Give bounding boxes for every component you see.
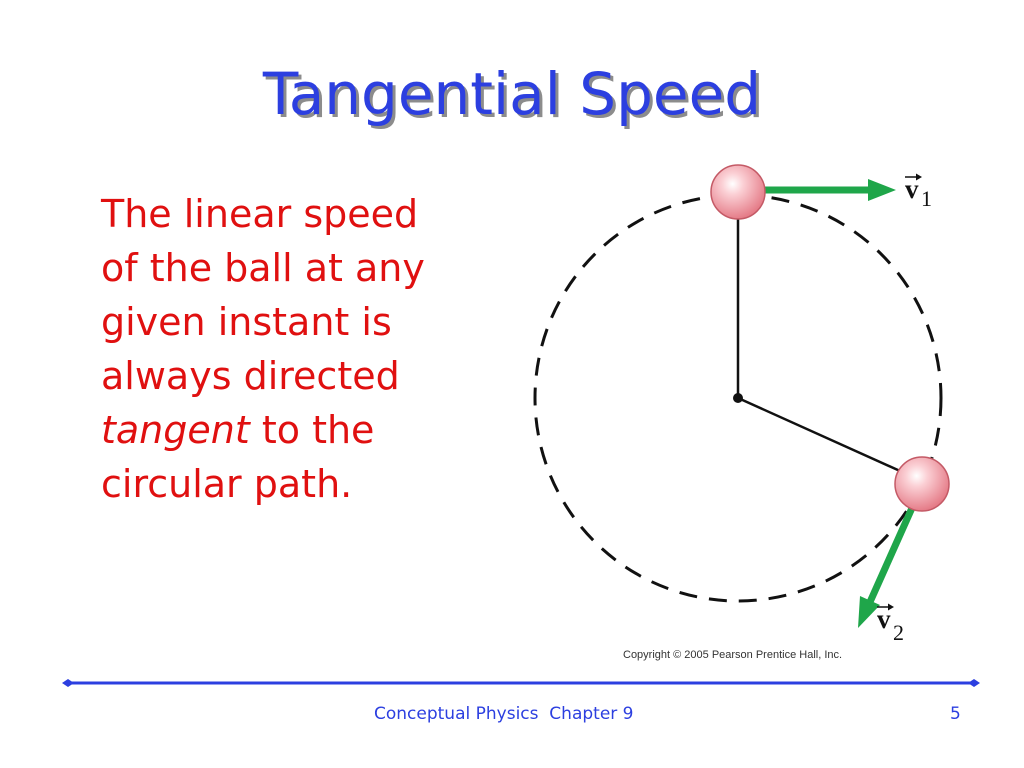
v1-subscript: 1 — [921, 186, 932, 211]
body-text: The linear speed of the ball at any give… — [101, 187, 501, 511]
circular-path — [533, 193, 943, 603]
body-line-2: of the ball at any — [101, 246, 425, 290]
footer-text: Conceptual Physics Chapter 9 — [374, 704, 634, 724]
body-line-3: given instant is — [101, 300, 392, 344]
body-line-6: circular path. — [101, 462, 353, 506]
copyright-notice: Copyright © 2005 Pearson Prentice Hall, … — [623, 649, 843, 661]
v2-symbol: v — [877, 604, 891, 634]
v2-label: v 2 — [877, 603, 904, 645]
v1-label: v 1 — [905, 173, 932, 211]
center-point — [733, 393, 743, 403]
slide-title: Tangential Speed — [262, 60, 762, 128]
v2-subscript: 2 — [893, 620, 904, 645]
circular-motion-diagram: v 1 v 2 — [533, 164, 950, 645]
ball-2 — [894, 456, 950, 512]
body-after-emphasis: to the — [249, 408, 375, 452]
ball-1 — [710, 164, 766, 220]
body-emphasis: tangent — [101, 408, 250, 452]
v1-symbol: v — [905, 174, 919, 204]
body-line-5: tangent to the — [101, 403, 501, 457]
body-line-4: always directed — [101, 354, 400, 398]
page-number: 5 — [950, 704, 961, 724]
radius-line-2 — [737, 396, 921, 482]
velocity-arrow-2 — [858, 506, 916, 628]
body-line-1: The linear speed — [101, 192, 419, 236]
footer-rule — [62, 679, 980, 687]
velocity-arrow-1 — [765, 179, 896, 201]
